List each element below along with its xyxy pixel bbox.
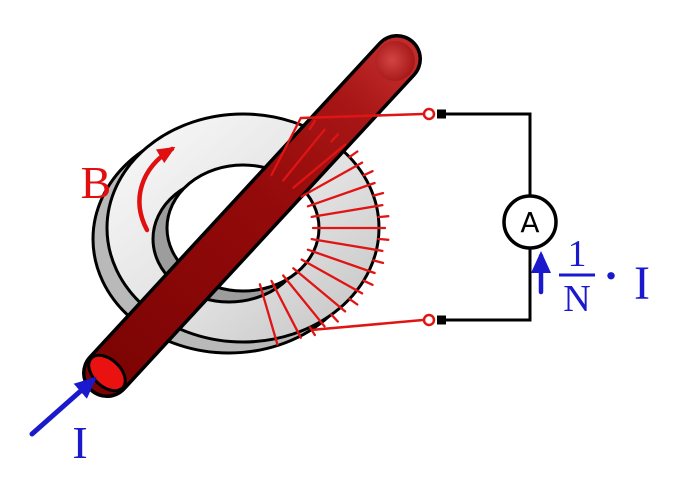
b-field-arrow — [137, 146, 176, 233]
fraction-numerator: 1 — [568, 233, 587, 275]
top-lead-wire — [300, 112, 424, 120]
ammeter-circle — [502, 194, 558, 250]
circuit-wires — [446, 112, 532, 322]
measurement-circuit: A — [300, 107, 558, 332]
primary-conductor — [82, 34, 422, 398]
bottom-terminal-post — [437, 315, 446, 325]
secondary-winding — [258, 116, 390, 346]
primary-current-arrow — [29, 376, 97, 437]
b-field-label: B — [81, 157, 112, 208]
secondary-current-label: I — [634, 257, 650, 310]
top-terminal-icon — [422, 107, 436, 121]
dot-operator: · — [603, 250, 618, 301]
bottom-lead-wire — [310, 318, 424, 332]
bottom-terminal-icon — [422, 313, 436, 327]
ammeter-label: A — [520, 206, 539, 239]
winding-turns — [258, 116, 387, 346]
annotations: B I 1 N · I — [29, 146, 650, 468]
conductor-rod — [85, 37, 419, 395]
conductor-cross-section — [87, 353, 127, 393]
fraction-denominator: N — [563, 278, 590, 320]
top-terminal-post — [437, 109, 446, 119]
primary-current-label: I — [72, 417, 87, 468]
winding-outer-ticks — [308, 119, 390, 337]
conductor-top-cap — [375, 41, 415, 81]
